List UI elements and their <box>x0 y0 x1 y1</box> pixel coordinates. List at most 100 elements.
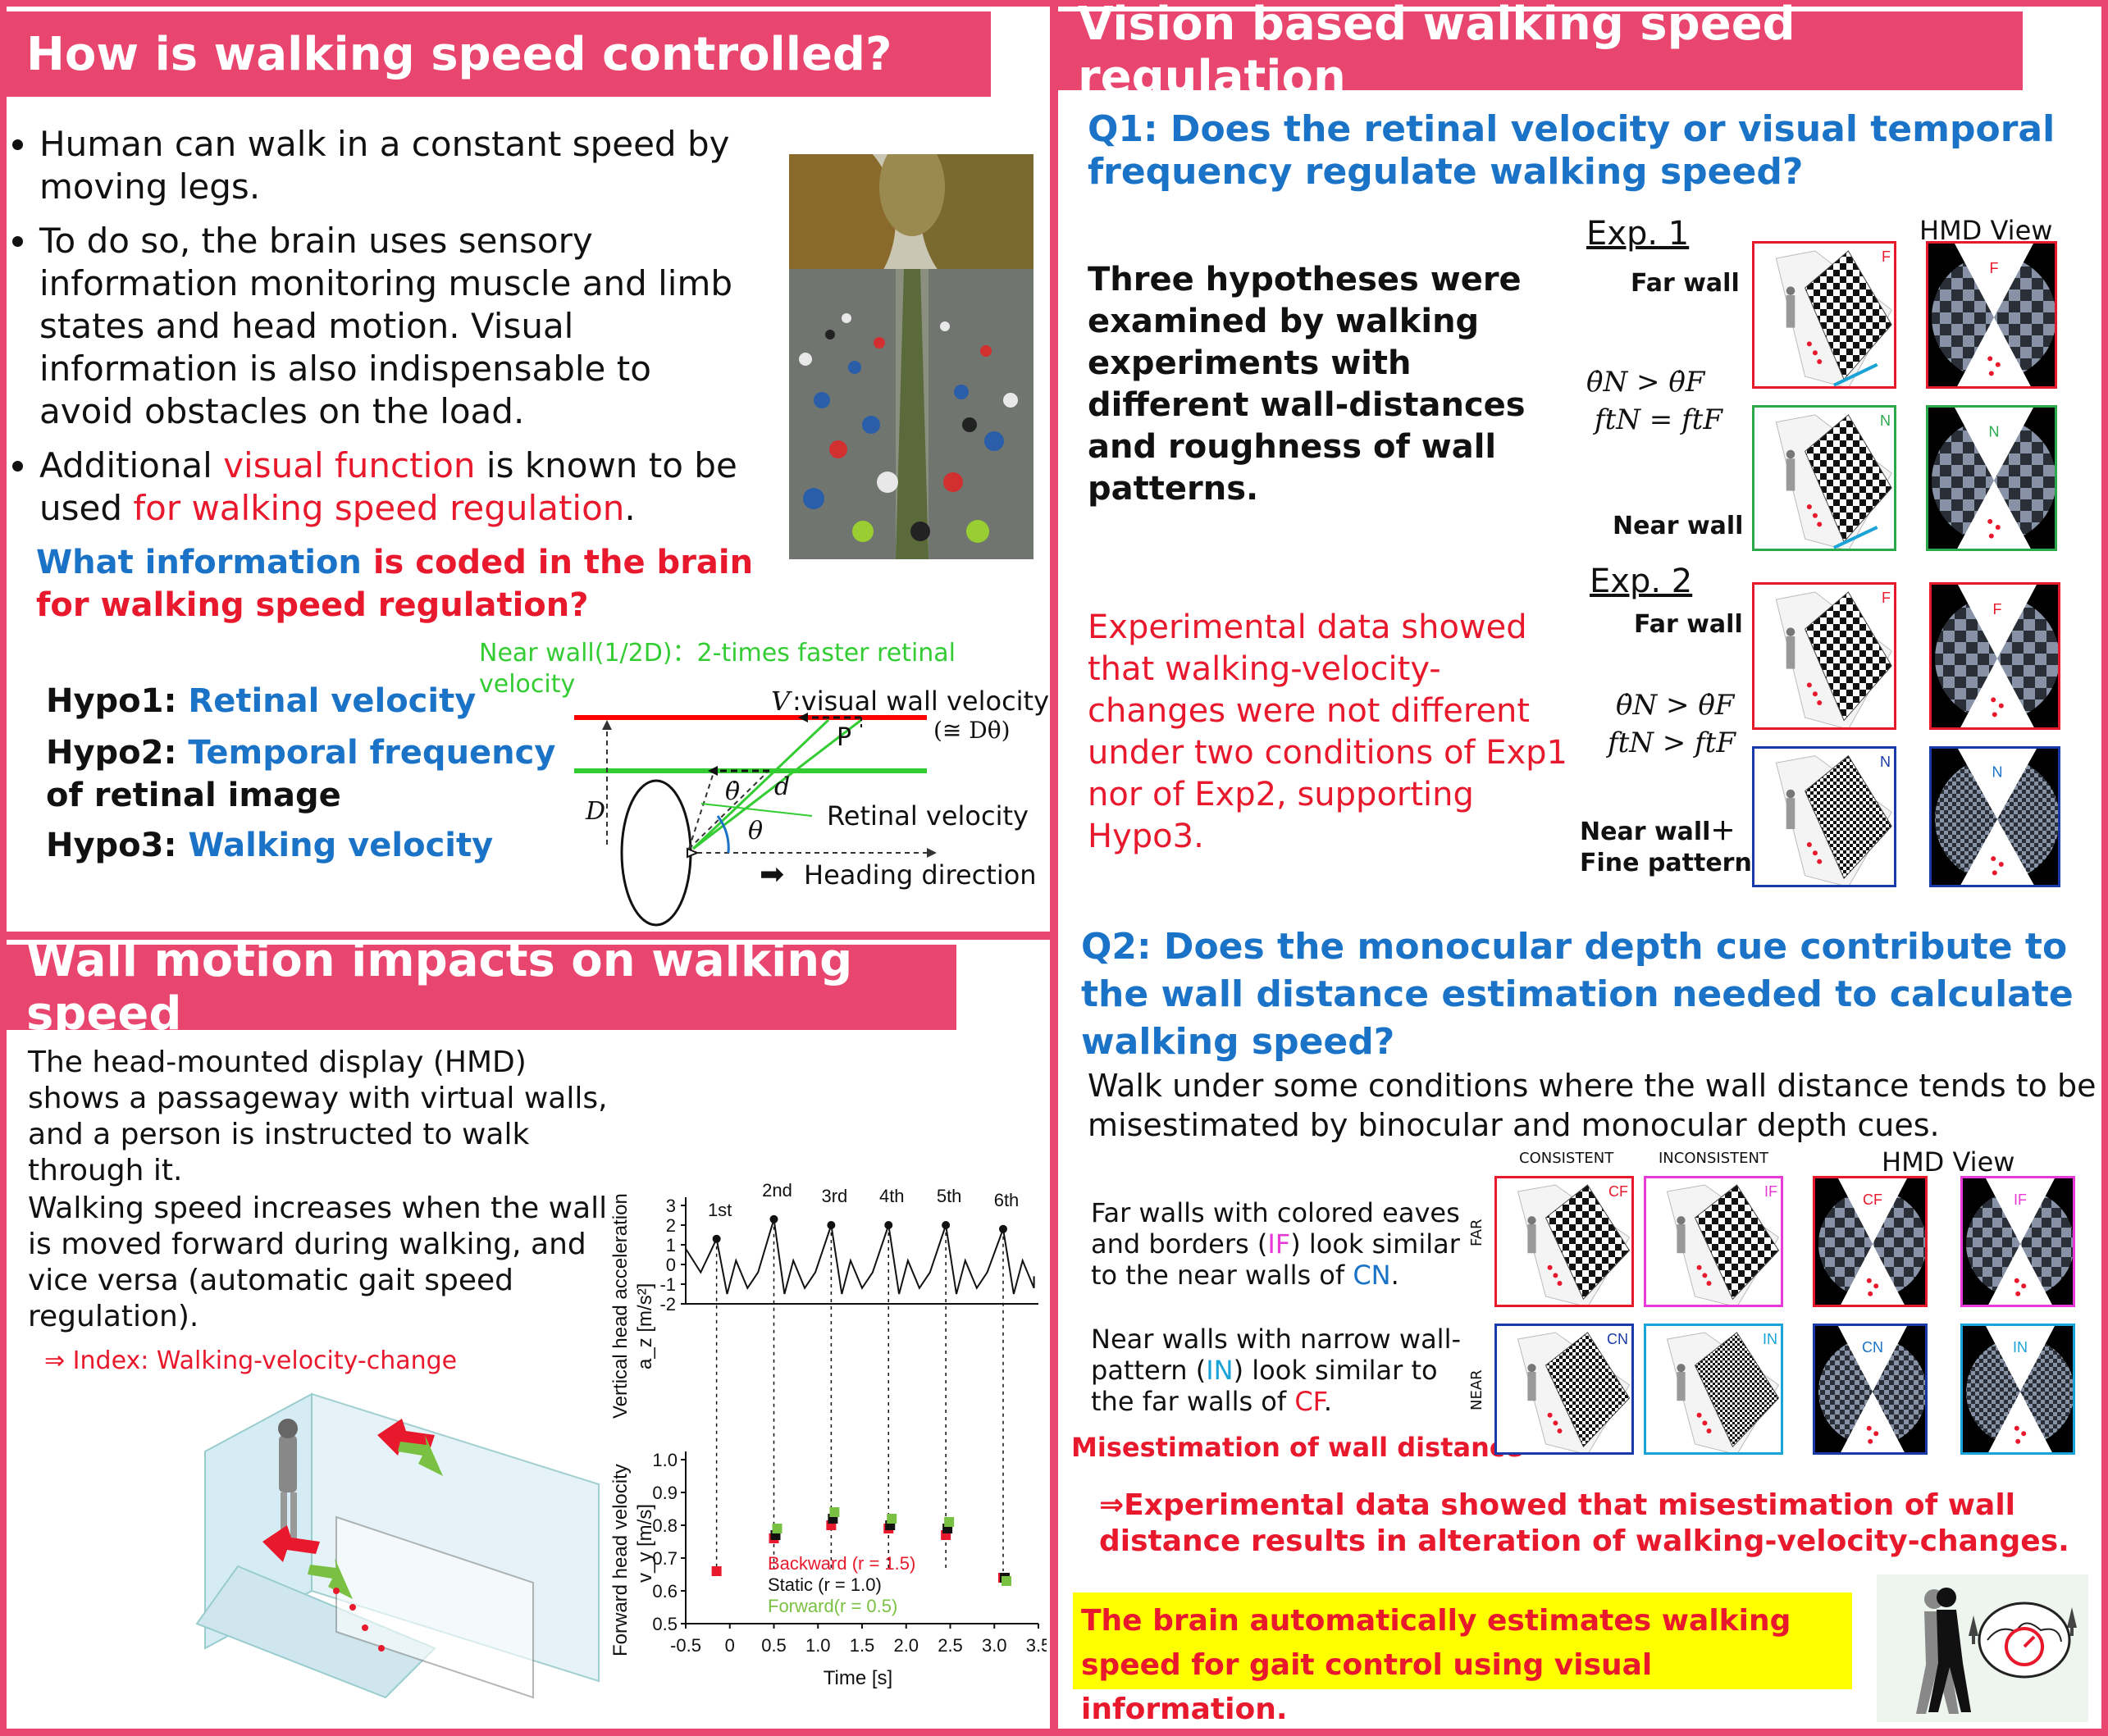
vel-ylabel: Forward head velocity <box>609 1464 632 1656</box>
diagram-theta-dot: θ̇ <box>725 777 741 806</box>
panel1-question: What information is coded in the brain f… <box>36 544 754 624</box>
exp1-far-wall: Far wall <box>1631 269 1740 298</box>
exp2-label: Exp. 2 <box>1590 563 1693 600</box>
accel-peak-label: 6th <box>994 1190 1020 1210</box>
panel2-para2: Walking speed increases when the wall is… <box>28 1192 608 1333</box>
diagram-P: P <box>837 723 852 752</box>
exp1-eq-a: θ̇N > θ̇F <box>1586 366 1705 399</box>
accel-peak-label: 4th <box>879 1186 905 1206</box>
diagram-D: D <box>586 797 606 826</box>
exp2-hmd-far: F <box>1929 582 2060 730</box>
final-statement-box <box>1073 1592 1852 1689</box>
vel-x-tick-label: 1.0 <box>805 1635 831 1656</box>
svg-text:CN: CN <box>1862 1339 1883 1356</box>
near-desc: Near walls with narrow wall-pattern (IN)… <box>1091 1324 1461 1417</box>
svg-text:N: N <box>1880 754 1891 770</box>
vel-x-tick-label: 3.0 <box>982 1635 1007 1656</box>
vel-point <box>1002 1576 1011 1586</box>
q2-in-thumb: IN <box>1644 1324 1783 1455</box>
svg-text:N: N <box>1880 412 1891 429</box>
svg-text:CN: CN <box>1607 1331 1628 1347</box>
q2-hmd-in: IN <box>1960 1324 2075 1455</box>
svg-text:N: N <box>1989 424 2000 440</box>
accel-y-tick-label: -1 <box>659 1274 676 1295</box>
q2-if-thumb: IF <box>1644 1176 1783 1307</box>
bullet-2: To do so, the brain uses sensory informa… <box>39 220 755 433</box>
exp2-far-wall: Far wall <box>1634 610 1743 639</box>
exp2-near-fine: Near wall＋ Fine pattern <box>1580 818 1752 877</box>
vel-xlabel: Time [s] <box>824 1667 892 1689</box>
svg-text:N: N <box>1992 763 2003 780</box>
accel-y-tick-label: 2 <box>666 1215 676 1236</box>
svg-text:IN: IN <box>2013 1339 2028 1356</box>
exp1-eq-b: ftN = ftF <box>1595 403 1722 436</box>
svg-text:IN: IN <box>1763 1331 1777 1347</box>
vel-point <box>944 1517 955 1527</box>
q2-cn-thumb: CN <box>1494 1324 1634 1455</box>
vel-legend-entry: Forward(r = 0.5) <box>768 1596 897 1616</box>
vel-point <box>887 1514 897 1524</box>
exp2-hmd-near: N <box>1929 746 2060 887</box>
near-wall-label: Near wall(1/2D)：2-times faster retinal v… <box>479 639 956 699</box>
diagram-V: V <box>771 686 791 717</box>
inconsistent-label: INCONSISTENT <box>1659 1150 1768 1167</box>
accel-y-tick-label: 1 <box>666 1235 676 1255</box>
vel-point <box>829 1507 840 1517</box>
q2-text: Q2: Does the monocular depth cue contrib… <box>1081 926 2074 1063</box>
vel-point <box>711 1566 722 1576</box>
consistent-label: CONSISTENT <box>1519 1150 1614 1167</box>
exp2-near-thumb: N <box>1752 746 1896 887</box>
brain-walking-icon <box>1877 1574 2088 1722</box>
svg-text:F: F <box>1993 601 2002 617</box>
diagram-retinal-velocity: Retinal velocity <box>827 800 1029 832</box>
panel3-title: Vision based walking speed regulation <box>1058 0 2023 104</box>
q2-cf-thumb: CF <box>1494 1176 1634 1307</box>
exp1-hmd-near: N <box>1926 405 2057 551</box>
vel-y-tick-label: 0.5 <box>652 1614 678 1634</box>
exp2-far-thumb: F <box>1752 582 1896 730</box>
hmd-view-label: HMD View <box>1919 215 2053 246</box>
far-desc: Far walls with colored eaves and borders… <box>1091 1197 1460 1291</box>
vel-x-tick-label: 0.5 <box>761 1635 787 1656</box>
vel-y-tick-label: 0.6 <box>652 1581 678 1602</box>
heading-arrow-icon: ➡ <box>760 858 785 891</box>
accel-ylabel: Vertical head acceleration <box>609 1193 632 1419</box>
hmd-view-label-2: HMD View <box>1882 1146 2015 1178</box>
vel-y-tick-label: 0.9 <box>652 1483 678 1503</box>
vel-x-tick-label: 2.0 <box>893 1635 919 1656</box>
diagram-visual-wall: :visual wall velocity <box>792 686 1050 717</box>
vel-x-tick-label: 2.5 <box>938 1635 963 1656</box>
conclusion: ⇒Experimental data showed that misestima… <box>1099 1488 2069 1558</box>
diagram-heading: Heading direction <box>804 859 1037 891</box>
exp2-eq-b: ftN > ftF <box>1608 727 1736 759</box>
exp1-far-thumb: F <box>1752 241 1896 389</box>
accel-series-line <box>685 1219 1035 1295</box>
vel-x-tick-label: 3.5 <box>1026 1635 1047 1656</box>
q1-text: Q1: Does the retinal velocity or visual … <box>1088 108 2056 193</box>
hmd-walls-illustration <box>195 1392 600 1699</box>
accel-peak-label: 5th <box>937 1186 962 1206</box>
retinal-velocity-diagram <box>574 713 937 927</box>
diagram-d: d <box>774 772 791 801</box>
vel-x-tick-label: -0.5 <box>670 1635 701 1656</box>
vel-x-tick-label: 1.5 <box>850 1635 875 1656</box>
vel-y-tick-label: 0.7 <box>652 1548 678 1569</box>
acceleration-chart: Vertical head acceleration a_z [m/s²] 32… <box>609 1181 1047 1689</box>
svg-text:F: F <box>1990 260 1999 276</box>
exp2-eq-a: θ̇N > θ̇F <box>1616 689 1735 722</box>
vel-legend-entry: Backward (r = 1.5) <box>768 1553 915 1574</box>
panel1-bullets: Human can walk in a constant speed by mo… <box>0 123 755 541</box>
vel-point <box>772 1524 783 1533</box>
svg-text:F: F <box>1882 248 1891 265</box>
near-rotated-label: NEAR <box>1468 1369 1485 1410</box>
svg-text:CF: CF <box>1608 1183 1628 1200</box>
marathon-photo <box>789 154 1033 559</box>
misestimation-label: Misestimation of wall distance <box>1071 1432 1523 1463</box>
diagram-approx: (≅ Dθ̇) <box>933 717 1011 744</box>
svg-text:F: F <box>1882 590 1891 606</box>
three-hypotheses: Three hypotheses were examined by walkin… <box>1088 261 1526 508</box>
svg-text:IF: IF <box>2014 1192 2027 1208</box>
bullet-1: Human can walk in a constant speed by mo… <box>39 123 755 208</box>
panel2-index: ⇒ Index: Walking-velocity-change <box>44 1346 458 1375</box>
far-rotated-label: FAR <box>1468 1219 1485 1246</box>
